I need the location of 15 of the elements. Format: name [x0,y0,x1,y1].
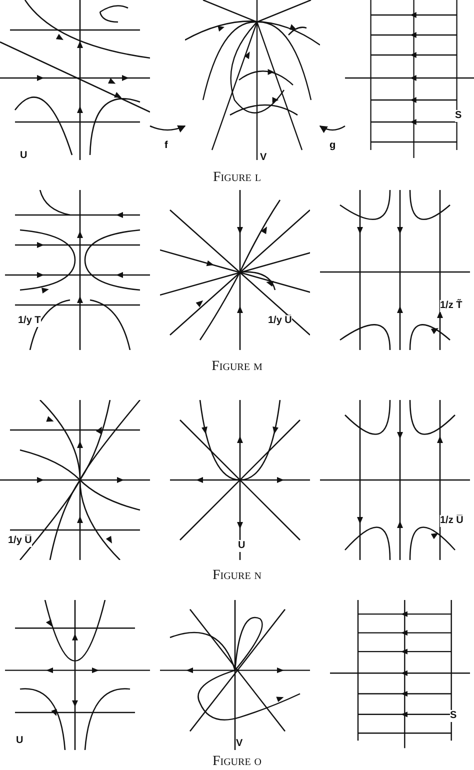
panel-label: S [455,110,462,122]
figure-caption: Figure o [212,754,262,769]
arrow [150,125,186,132]
figure-caption: Figure n [212,568,262,583]
panel-label: 1/y U̅ [268,315,292,327]
figure-caption: Figure m [212,359,262,374]
arrow [319,125,346,133]
edge-label: g [330,140,336,152]
panel-label: 1/z U̅ [440,515,464,527]
figure-caption: Figure l [213,170,261,185]
panel-label: 1/y T [18,315,41,327]
panel-label: U [238,540,246,552]
panel-label: 1/z T̃ [440,300,462,312]
panel-label: 1/y U̅ [8,535,32,547]
panel-label: S [450,710,457,722]
